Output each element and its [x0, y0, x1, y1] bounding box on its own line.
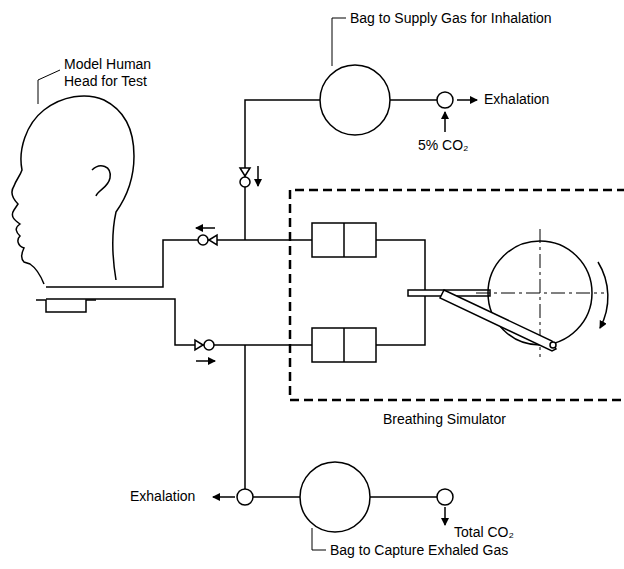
co2-sample-valve — [437, 489, 453, 505]
callout-label: Bag to Capture Exhaled Gas — [330, 542, 508, 559]
flow-arrow — [257, 166, 259, 186]
inhalation-tube — [46, 240, 312, 287]
model-head — [12, 96, 134, 284]
check-valve — [204, 340, 214, 350]
leader-line — [38, 70, 60, 104]
piston-rods — [376, 240, 425, 345]
callout-label: Model Human Head for Test — [64, 56, 184, 90]
check-valve — [240, 177, 250, 187]
co2-inlet-valve — [437, 92, 453, 108]
ear — [92, 166, 110, 196]
cylinder — [312, 328, 376, 362]
supply-bag — [320, 65, 390, 135]
capture-bag — [300, 462, 370, 532]
check-valve — [209, 235, 217, 245]
gas-label: Total CO₂ — [454, 524, 514, 541]
check-valve — [240, 168, 250, 176]
exhalation-tube — [46, 299, 312, 345]
exhalation-valve — [237, 489, 253, 505]
flow-arrow — [457, 99, 477, 101]
flow-arrow — [213, 496, 235, 498]
leader-line — [312, 528, 326, 550]
check-valve — [195, 340, 203, 350]
flow-arrow — [196, 227, 215, 229]
flow-arrow — [444, 507, 446, 525]
callout-label: Bag to Supply Gas for Inhalation — [350, 10, 552, 27]
flow-arrow — [444, 112, 446, 132]
capture-line — [245, 345, 300, 497]
connecting-rod — [440, 290, 556, 351]
leader-line — [332, 18, 346, 66]
cylinder — [312, 223, 376, 257]
check-valve — [198, 235, 208, 245]
neck-base — [36, 300, 96, 312]
gas-label: 5% CO₂ — [418, 137, 469, 154]
flow-label: Exhalation — [130, 488, 195, 505]
group-label: Breathing Simulator — [383, 411, 506, 428]
flow-label: Exhalation — [484, 91, 549, 108]
simulator-boundary — [290, 190, 624, 400]
supply-line — [245, 100, 320, 240]
bag-outlets — [370, 100, 437, 497]
rotation-arrow — [598, 262, 608, 328]
flow-arrow — [196, 360, 215, 362]
